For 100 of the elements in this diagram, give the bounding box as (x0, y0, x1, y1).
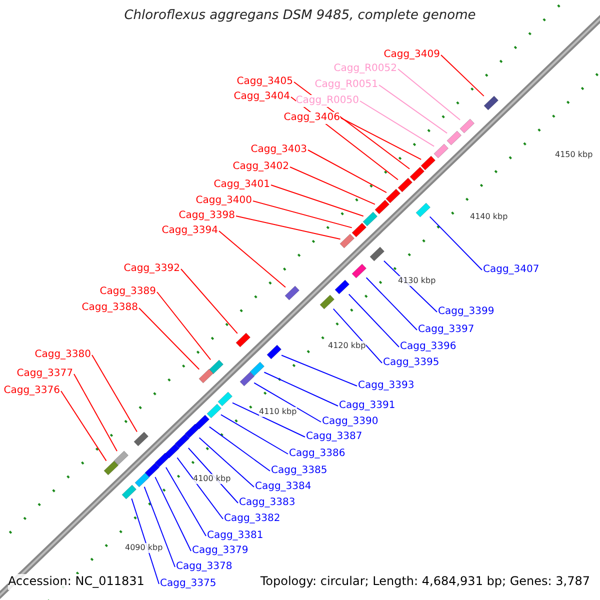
leader-line (290, 96, 398, 180)
gene-block (206, 404, 221, 418)
leader-line (366, 277, 418, 330)
leader-line (360, 100, 435, 147)
gene-block (236, 333, 251, 348)
leader-line (144, 486, 176, 568)
gene-label: Cagg_3403 (250, 144, 307, 156)
gene-block (134, 472, 149, 487)
gene-label: Cagg_3399 (438, 306, 494, 318)
leader-line (378, 84, 448, 134)
gene-block (195, 414, 210, 429)
gene-label: Cagg_3398 (178, 210, 235, 222)
gene-block (134, 432, 148, 446)
gene-label: Cagg_3378 (176, 561, 232, 573)
gene-block (386, 189, 401, 204)
leader-line (440, 54, 484, 97)
leader-line (340, 118, 422, 160)
gene-label: Cagg_3382 (224, 513, 280, 525)
leader-line (232, 402, 306, 438)
leader-line (254, 382, 322, 422)
gene-label: Cagg_3393 (358, 380, 414, 392)
leader-line (176, 457, 224, 520)
gene-label: Cagg_3383 (239, 497, 296, 509)
gene-block (460, 118, 474, 133)
gene-label: Cagg_3394 (162, 225, 218, 237)
gene-label: Cagg_3395 (383, 357, 440, 369)
gene-block (114, 451, 128, 466)
gene-block (240, 372, 254, 386)
gene-label: Cagg_3400 (196, 195, 252, 207)
leader-line (281, 354, 358, 386)
leader-line (332, 308, 382, 364)
leader-line (165, 466, 206, 536)
scale-label: 4130 kbp (398, 276, 436, 286)
gene-block (335, 280, 350, 294)
gene-block (352, 264, 367, 278)
gene-block (410, 167, 424, 182)
gene-block (218, 392, 232, 406)
scale-label: 4110 kbp (259, 406, 297, 418)
gene-block (164, 444, 180, 458)
gene-label: Cagg_3389 (100, 286, 156, 298)
leader-line (252, 200, 352, 228)
leader-line (208, 426, 270, 472)
leader-line (383, 260, 438, 312)
gene-block (104, 460, 118, 475)
leader-line (308, 150, 387, 193)
gene-block (122, 484, 137, 499)
gene-label: Cagg_3406 (284, 112, 340, 124)
gene-label: Cagg_3409 (384, 49, 440, 61)
leader-line (74, 374, 118, 452)
gene-label: Cagg_3407 (483, 264, 540, 276)
leader-line (270, 184, 364, 217)
leader-line (92, 354, 138, 432)
gene-label: Cagg_3396 (400, 341, 456, 353)
leader-line (398, 68, 461, 120)
leader-line (236, 216, 341, 240)
gene-label: Cagg_3385 (271, 465, 328, 477)
gene-block (370, 247, 384, 262)
scale-label: 4140 kbp (470, 212, 508, 222)
leader-line (131, 498, 160, 584)
gene-block (398, 178, 412, 192)
gene-block (352, 222, 366, 237)
scale-label: 4150 kbp (555, 150, 593, 160)
gene-label: Cagg_3379 (192, 545, 248, 557)
gene-block (320, 294, 334, 309)
scale-label: 4090 kbp (125, 542, 163, 554)
gene-label: Cagg_3401 (214, 179, 270, 191)
gene-label: Cagg_3386 (289, 448, 346, 460)
scale-label: 4120 kbp (328, 340, 366, 352)
gene-label: Cagg_3384 (255, 481, 312, 493)
gene-block (421, 156, 436, 170)
gene-label: Cagg_3397 (418, 324, 474, 336)
gene-label: Cagg_3380 (34, 349, 91, 361)
gene-block (416, 202, 430, 217)
leader-line (220, 414, 288, 454)
gene-label: Cagg_3405 (236, 76, 293, 88)
gene-block (447, 131, 462, 146)
gene-block (198, 369, 214, 384)
gene-block (374, 200, 390, 214)
gene-block (250, 362, 264, 376)
leader-line (264, 372, 338, 406)
gene-label: Cagg_3375 (160, 578, 216, 590)
gene-block (340, 234, 355, 248)
gene-block (434, 144, 448, 158)
leader-line (60, 390, 107, 462)
accession-text: Accession: NC_011831 (8, 574, 144, 590)
gene-label: Cagg_3392 (124, 263, 180, 275)
gene-block (185, 424, 200, 438)
leader-line (429, 216, 482, 270)
gene-block (484, 96, 498, 110)
leader-line (294, 82, 410, 170)
leader-line (198, 437, 254, 488)
gene-label: Cagg_3402 (232, 161, 289, 173)
leader-line (138, 308, 200, 370)
gene-block (285, 286, 300, 300)
gene-block (174, 434, 190, 448)
gene-label: Cagg_3390 (322, 416, 378, 428)
gene-label: Cagg_3376 (4, 385, 60, 397)
gene-block (363, 212, 378, 226)
leader-line (348, 294, 400, 348)
gene-block (144, 463, 159, 478)
